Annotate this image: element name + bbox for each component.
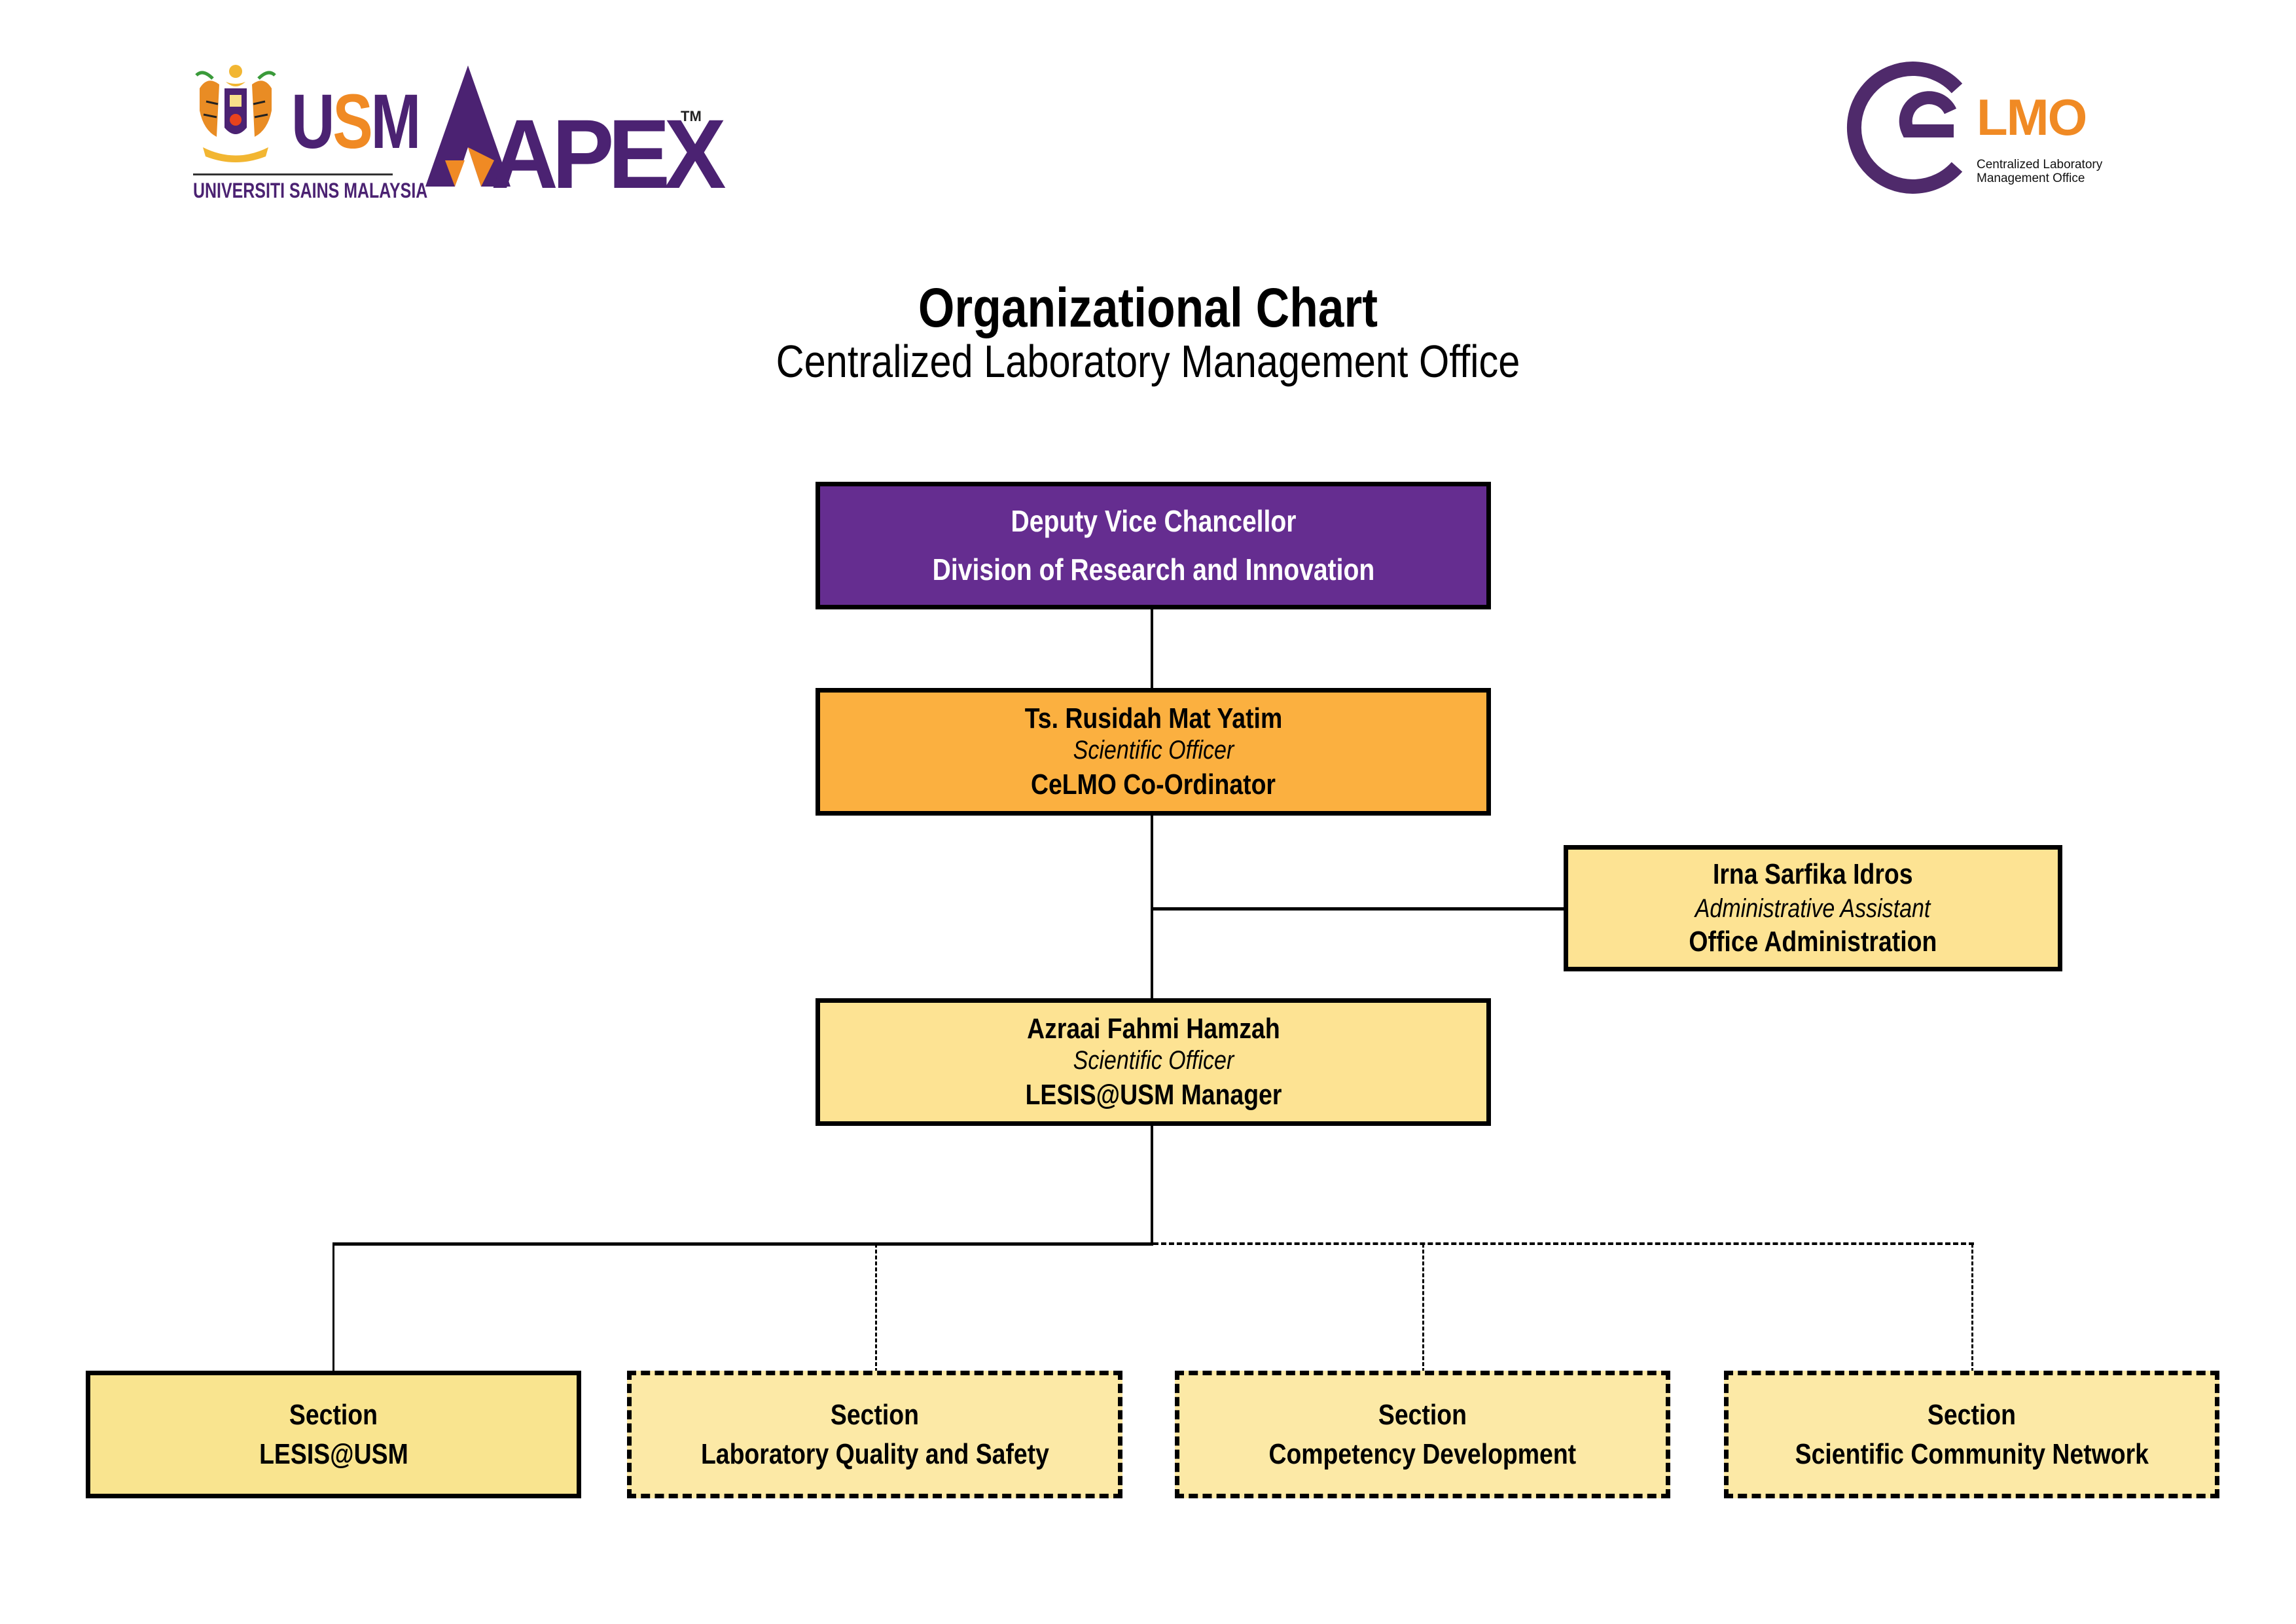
connector-coordinator-to-manager xyxy=(1151,816,1153,1000)
node-name: Ts. Rusidah Mat Yatim xyxy=(1024,702,1282,734)
node-deputy-vice-chancellor: Deputy Vice Chancellor Division of Resea… xyxy=(816,482,1491,609)
section-name: LESIS@USM xyxy=(259,1437,408,1470)
node-subtitle: Division of Research and Innovation xyxy=(932,552,1374,586)
celmo-wordmark: LMO xyxy=(1977,88,2087,146)
section-name: Scientific Community Network xyxy=(1795,1437,2149,1470)
node-job-title: Scientific Officer xyxy=(1073,735,1234,765)
usm-crest-icon xyxy=(195,65,276,162)
apex-logo: APEX TM xyxy=(425,62,726,203)
usm-divider xyxy=(193,173,393,175)
section-label: Section xyxy=(1378,1399,1467,1432)
usm-letter-u: U xyxy=(291,79,334,165)
section-label: Section xyxy=(830,1399,920,1432)
node-role: Office Administration xyxy=(1689,925,1937,958)
usm-letter-s: S xyxy=(332,79,372,165)
node-name: Irna Sarfika Idros xyxy=(1713,857,1913,890)
node-lesis-manager: Azraai Fahmi Hamzah Scientific Officer L… xyxy=(816,998,1491,1126)
page-title: Organizational Chart xyxy=(918,277,1378,338)
usm-wordmark: USM xyxy=(291,83,421,160)
celmo-subtitle-line2: Management Office xyxy=(1977,171,2085,185)
section-laboratory-quality-safety: Section Laboratory Quality and Safety xyxy=(627,1371,1122,1498)
node-job-title: Scientific Officer xyxy=(1073,1045,1234,1075)
section-scientific-community-network: Section Scientific Community Network xyxy=(1724,1371,2219,1498)
bus-solid xyxy=(332,1242,1153,1246)
section-competency-development: Section Competency Development xyxy=(1175,1371,1670,1498)
usm-letter-m: M xyxy=(370,79,422,165)
section-lesis-usm: Section LESIS@USM xyxy=(86,1371,581,1498)
celmo-logo: LMO Centralized Laboratory Management Of… xyxy=(1846,59,2108,196)
apex-wordmark: APEX xyxy=(491,99,726,209)
node-name: Azraai Fahmi Hamzah xyxy=(1026,1012,1280,1045)
node-role: CeLMO Co-Ordinator xyxy=(1030,768,1276,801)
section-name: Laboratory Quality and Safety xyxy=(700,1437,1049,1470)
section-label: Section xyxy=(289,1399,378,1432)
bus-dashed xyxy=(1153,1242,1974,1245)
apex-triangle-icon xyxy=(425,65,511,187)
connector-manager-to-bus xyxy=(1151,1126,1153,1245)
connector-top-to-coordinator xyxy=(1151,609,1153,689)
celmo-subtitle: Centralized Laboratory Management Office xyxy=(1977,158,2102,186)
node-title: Deputy Vice Chancellor xyxy=(1010,503,1297,538)
celmo-subtitle-line1: Centralized Laboratory xyxy=(1977,158,2103,171)
section-label: Section xyxy=(1927,1399,2017,1432)
page-subtitle: Centralized Laboratory Management Office xyxy=(776,336,1520,387)
node-role: LESIS@USM Manager xyxy=(1025,1078,1282,1111)
connector-section-community xyxy=(1971,1244,1973,1372)
celmo-c-ring-icon xyxy=(1847,62,1963,194)
connector-section-competency xyxy=(1422,1244,1424,1372)
node-job-title: Administrative Assistant xyxy=(1695,893,1931,923)
connector-section-lesis xyxy=(332,1244,334,1372)
usm-name: UNIVERSITI SAINS MALAYSIA xyxy=(193,179,428,202)
usm-logo: USM UNIVERSITI SAINS MALAYSIA xyxy=(193,62,427,202)
apex-trademark: TM xyxy=(681,108,702,124)
node-coordinator: Ts. Rusidah Mat Yatim Scientific Officer… xyxy=(816,688,1491,816)
connector-to-admin xyxy=(1153,907,1565,911)
node-admin-assistant: Irna Sarfika Idros Administrative Assist… xyxy=(1564,845,2062,971)
connector-section-quality xyxy=(875,1244,877,1372)
section-name: Competency Development xyxy=(1268,1437,1577,1470)
